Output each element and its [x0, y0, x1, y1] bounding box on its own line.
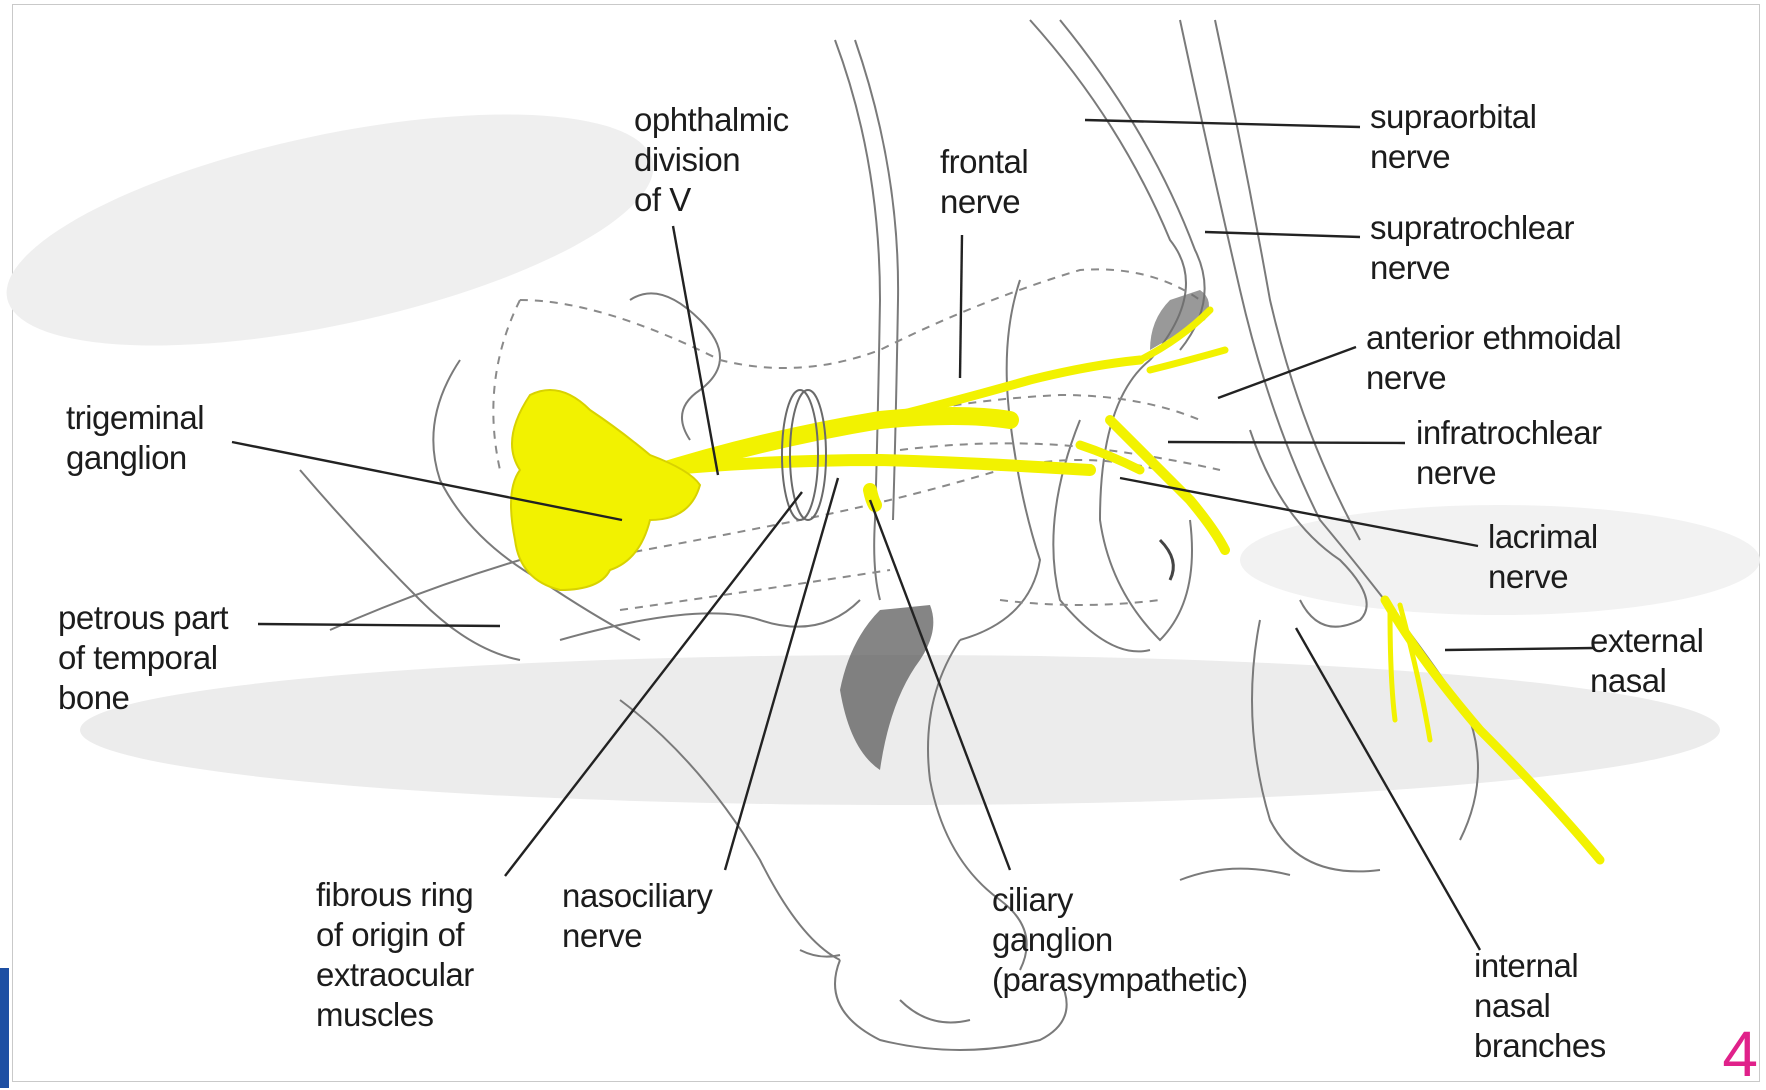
label-anterior-ethmoidal-nerve: anterior ethmoidal nerve	[1366, 318, 1621, 398]
nasociliary-branch	[660, 460, 1090, 470]
supratrochlear-branch	[1150, 350, 1225, 370]
leader-external-nasal	[1445, 648, 1594, 650]
slide-accent-bar	[0, 968, 9, 1088]
slide-number: 4	[1722, 1022, 1758, 1086]
label-lacrimal-nerve: lacrimal nerve	[1488, 517, 1598, 597]
leader-anterior-ethmoidal	[1218, 347, 1356, 398]
label-petrous-temporal-bone: petrous part of temporal bone	[58, 598, 228, 718]
leader-infratrochlear	[1168, 442, 1405, 443]
label-trigeminal-ganglion: trigeminal ganglion	[66, 398, 204, 478]
label-nasociliary-nerve: nasociliary nerve	[562, 876, 712, 956]
leader-frontal	[960, 235, 962, 378]
label-infratrochlear-nerve: infratrochlear nerve	[1416, 413, 1602, 493]
label-ciliary-ganglion: ciliary ganglion (parasympathetic)	[992, 880, 1248, 1000]
leader-supraorbital	[1085, 120, 1360, 127]
label-supraorbital-nerve: supraorbital nerve	[1370, 97, 1536, 177]
label-supratrochlear-nerve: supratrochlear nerve	[1370, 208, 1574, 288]
label-external-nasal: external nasal	[1590, 621, 1703, 701]
label-frontal-nerve: frontal nerve	[940, 142, 1028, 222]
label-fibrous-ring: fibrous ring of origin of extraocular mu…	[316, 875, 474, 1035]
trigeminal-ganglion-shape	[511, 390, 700, 590]
leader-ophthalmic	[673, 226, 718, 475]
label-internal-nasal-branches: internal nasal branches	[1474, 946, 1606, 1066]
leader-petrous	[258, 624, 500, 626]
label-ophthalmic-division: ophthalmic division of V	[634, 100, 789, 220]
infratrochlear-branch	[1110, 420, 1225, 550]
